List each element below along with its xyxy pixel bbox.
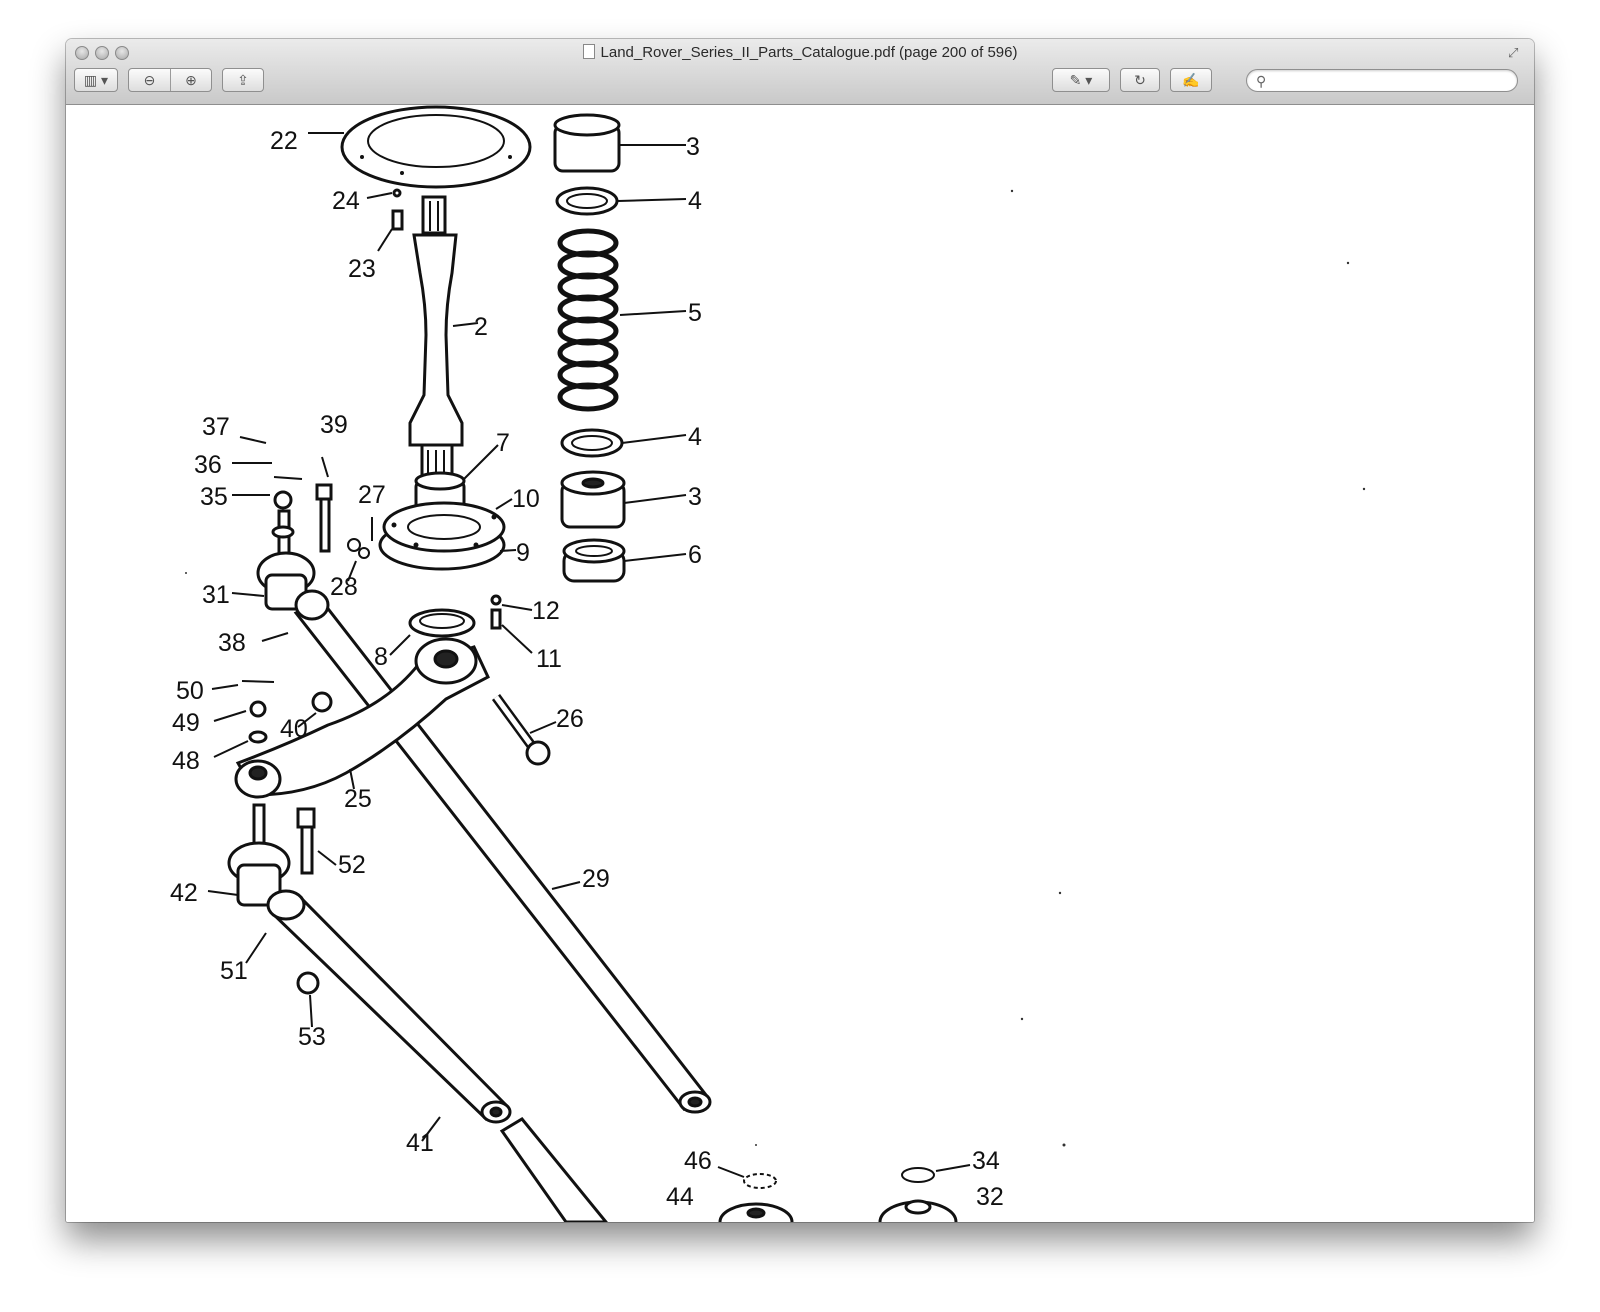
label-39: 39 — [320, 411, 348, 439]
label-48: 48 — [172, 747, 200, 775]
close-window-button[interactable] — [75, 46, 89, 60]
title-toolbar: Land_Rover_Series_II_Parts_Catalogue.pdf… — [66, 39, 1534, 105]
label-22: 22 — [270, 127, 298, 155]
label-29: 29 — [582, 865, 610, 893]
search-field[interactable]: ⚲ — [1246, 69, 1518, 92]
label-27: 27 — [358, 481, 386, 509]
label-3-bottom: 3 — [688, 483, 702, 511]
label-46: 46 — [684, 1147, 712, 1175]
label-42: 42 — [170, 879, 198, 907]
part-41-rod — [266, 889, 608, 1222]
bottom-parts — [718, 1167, 958, 1222]
label-40: 40 — [280, 715, 308, 743]
edit-icon: ✍ — [1182, 72, 1200, 88]
label-4-top: 4 — [688, 187, 702, 215]
label-35: 35 — [200, 483, 228, 511]
zoom-out-icon: ⊖ — [143, 72, 156, 88]
fullscreen-icon[interactable]: ⤢ — [1508, 45, 1519, 60]
label-23: 23 — [348, 255, 376, 283]
pen-icon: ✎ ▾ — [1069, 72, 1093, 88]
label-49: 49 — [172, 709, 200, 737]
zoom-in-button[interactable]: ⊕ — [171, 69, 211, 91]
search-icon: ⚲ — [1256, 73, 1267, 89]
label-37: 37 — [202, 413, 230, 441]
spring-stack — [553, 113, 626, 583]
label-53: 53 — [298, 1023, 326, 1051]
annotate-button[interactable]: ✎ ▾ — [1052, 68, 1110, 92]
label-41: 41 — [406, 1129, 434, 1157]
label-9: 9 — [516, 539, 530, 567]
part-22-plate — [340, 105, 532, 189]
preview-window: Land_Rover_Series_II_Parts_Catalogue.pdf… — [66, 39, 1534, 1222]
part-7-10-9-housing — [378, 471, 506, 571]
sidebar-toggle-button[interactable]: ▥ ▾ — [74, 68, 118, 92]
part-25-arm — [234, 637, 490, 799]
zoom-controls: ⊖⊕ — [128, 68, 212, 92]
label-44: 44 — [666, 1183, 694, 1211]
minimize-window-button[interactable] — [95, 46, 109, 60]
label-52: 52 — [338, 851, 366, 879]
share-button[interactable]: ⇪ — [222, 68, 264, 92]
zoom-window-button[interactable] — [115, 46, 129, 60]
label-34: 34 — [972, 1147, 1000, 1175]
edit-toolbar-button[interactable]: ✍ — [1170, 68, 1212, 92]
small-fixings — [391, 188, 502, 630]
search-input[interactable] — [1275, 72, 1515, 91]
pdf-document-icon — [582, 44, 595, 59]
label-10: 10 — [512, 485, 540, 513]
label-3-top: 3 — [686, 133, 700, 161]
label-28: 28 — [330, 573, 358, 601]
label-2: 2 — [474, 313, 488, 341]
label-32: 32 — [976, 1183, 1004, 1211]
rotate-button[interactable]: ↻ — [1120, 68, 1160, 92]
part-26-bolt — [491, 694, 551, 766]
label-11: 11 — [536, 645, 562, 673]
label-38: 38 — [218, 629, 246, 657]
label-26: 26 — [556, 705, 584, 733]
zoom-out-button[interactable]: ⊖ — [129, 69, 170, 91]
lower-ball-joint — [227, 803, 320, 995]
label-5: 5 — [688, 299, 702, 327]
part-2-shaft — [408, 195, 464, 487]
window-title-text: Land_Rover_Series_II_Parts_Catalogue.pdf… — [600, 44, 1018, 61]
label-7: 7 — [496, 429, 510, 457]
rotate-icon: ↻ — [1134, 72, 1146, 88]
window-title: Land_Rover_Series_II_Parts_Catalogue.pdf… — [66, 44, 1534, 61]
label-25: 25 — [344, 785, 372, 813]
label-8: 8 — [374, 643, 388, 671]
label-4-bottom: 4 — [688, 423, 702, 451]
leader-lines — [207, 132, 971, 1178]
label-6: 6 — [688, 541, 702, 569]
upper-ball-joint — [256, 476, 370, 611]
sidebar-icon: ▥ ▾ — [83, 72, 109, 88]
label-50: 50 — [176, 677, 204, 705]
label-24: 24 — [332, 187, 360, 215]
label-31: 31 — [202, 581, 230, 609]
parts-diagram: 22 24 23 2 3 4 5 4 3 6 7 10 9 27 28 12 1… — [170, 105, 1366, 1222]
label-36: 36 — [194, 451, 222, 479]
label-12: 12 — [532, 597, 560, 625]
zoom-in-icon: ⊕ — [185, 72, 197, 88]
share-icon: ⇪ — [237, 72, 249, 88]
pdf-page-content[interactable]: 22 24 23 2 3 4 5 4 3 6 7 10 9 27 28 12 1… — [66, 105, 1534, 1222]
label-51: 51 — [220, 957, 248, 985]
